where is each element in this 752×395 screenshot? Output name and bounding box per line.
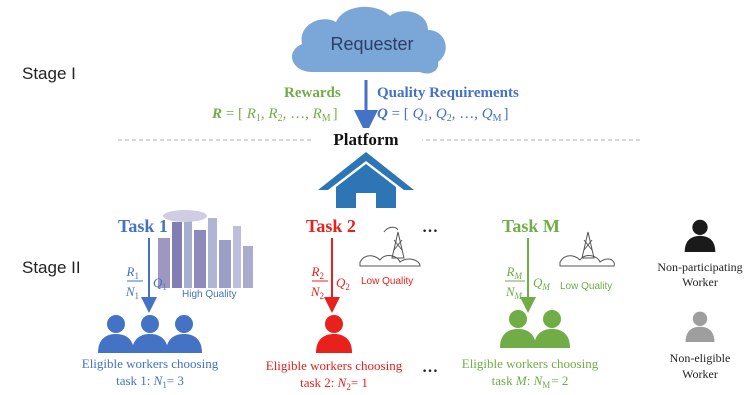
non-eligible-worker-icon xyxy=(685,311,715,342)
rewards-title: Rewards xyxy=(284,85,341,101)
quality-vector: Q = [ Q1, Q2, …, QM] xyxy=(377,106,509,124)
task-m-title: Task M xyxy=(502,216,560,236)
svg-text:RM: RM xyxy=(506,264,523,281)
task-1-quality-label: High Quality xyxy=(182,289,236,300)
worker-icon xyxy=(98,315,134,353)
task-1-workers-line2: task 1: N1= 3 xyxy=(116,373,184,390)
worker-icon xyxy=(500,310,536,348)
stage-2-label: Stage II xyxy=(22,258,81,277)
worker-icon xyxy=(132,315,168,353)
task-2-workers xyxy=(316,315,352,353)
svg-text:R2: R2 xyxy=(311,264,324,281)
task-2-quality-label: Low Quality xyxy=(361,276,413,287)
city-skyline-icon xyxy=(158,210,253,288)
worker-icon xyxy=(534,310,570,348)
platform-label-bg xyxy=(312,128,422,150)
quality-title: Quality Requirements xyxy=(377,85,519,101)
svg-text:NM: NM xyxy=(505,284,523,301)
svg-text:N2: N2 xyxy=(310,284,324,301)
svg-text:R1: R1 xyxy=(126,264,139,281)
non-participating-label-line1: Non-participating xyxy=(657,260,742,274)
workers-ellipsis: … xyxy=(422,359,438,376)
non-eligible-label-line2: Worker xyxy=(682,367,718,381)
tower-sketch-icon xyxy=(359,226,421,267)
svg-text:N1: N1 xyxy=(125,284,139,301)
task-m-ratio: RM NM xyxy=(505,264,525,301)
task-m-workers-line2: task M: NM= 2 xyxy=(492,373,569,390)
task-1-workers-line1: Eligible workers choosing xyxy=(82,356,219,371)
task-2-workers-line1: Eligible workers choosing xyxy=(266,358,403,373)
task-2-quality-symbol: Q2 xyxy=(336,275,350,292)
worker-icon xyxy=(316,315,352,353)
task-1-title: Task 1 xyxy=(118,216,168,236)
non-participating-worker-icon xyxy=(684,219,716,252)
platform-house-icon xyxy=(318,152,414,208)
task-2-title: Task 2 xyxy=(306,216,356,236)
task-1-quality-symbol: Q1 xyxy=(153,275,167,292)
task-1-workers xyxy=(98,315,202,353)
task-m-quality-label: Low Quality xyxy=(560,281,612,292)
requester-label: Requester xyxy=(330,34,413,54)
worker-icon xyxy=(166,315,202,353)
tower-sketch-icon xyxy=(559,231,615,267)
task-2-workers-line2: task 2: N2= 1 xyxy=(300,375,368,392)
task-m-workers-line1: Eligible workers choosing xyxy=(462,356,599,371)
non-participating-label-line2: Worker xyxy=(682,275,718,289)
task-2-ratio: R2 N2 xyxy=(310,264,328,301)
requester-cloud-icon xyxy=(291,6,446,74)
task-1-ratio: R1 N1 xyxy=(125,264,143,301)
rewards-vector: R = [ R1, R2, …, RM] xyxy=(211,106,338,124)
non-eligible-label-line1: Non-eligible xyxy=(670,351,731,365)
stage-1-label: Stage I xyxy=(22,64,76,83)
tasks-ellipsis: … xyxy=(422,219,438,236)
task-m-quality-symbol: QM xyxy=(533,275,550,292)
platform-label: Platform xyxy=(333,130,398,149)
task-m-workers xyxy=(500,310,570,348)
